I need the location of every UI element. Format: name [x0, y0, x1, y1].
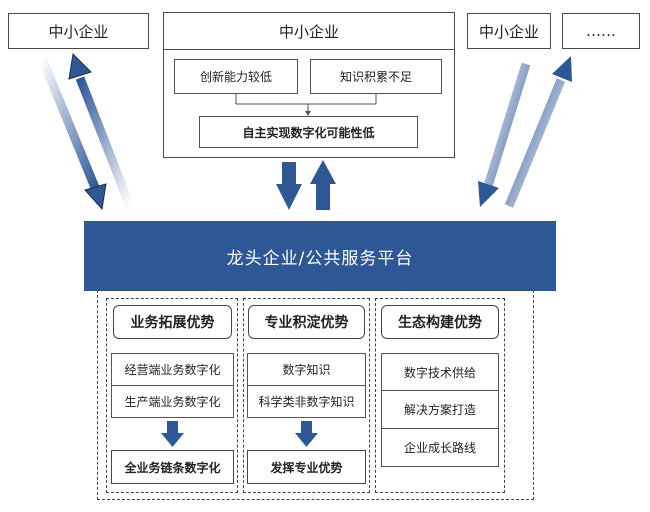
issue-innovation: 创新能力较低 — [174, 59, 298, 94]
issue-knowledge: 知识积累不足 — [310, 59, 442, 94]
issue-result: 自主实现数字化可能性低 — [199, 116, 418, 148]
result-professional: 发挥专业优势 — [247, 450, 366, 484]
item-science-knowledge: 科学类非数字知识 — [247, 385, 366, 418]
arrow-center-up — [310, 160, 336, 210]
column-professional — [243, 298, 370, 493]
sme-center-title: 中小企业 — [164, 13, 454, 50]
header-professional: 专业积淀优势 — [248, 305, 365, 339]
advantages-container — [97, 290, 534, 500]
item-growth-path: 企业成长路线 — [381, 429, 499, 467]
column-business — [106, 298, 238, 493]
header-business: 业务拓展优势 — [113, 305, 232, 339]
arrow-center-down — [276, 162, 302, 210]
item-production: 生产端业务数字化 — [111, 385, 234, 418]
arrow-right-up — [504, 56, 572, 208]
arrow-left-up — [68, 52, 135, 208]
ellipsis-box: …… — [562, 13, 640, 49]
header-ecosystem: 生态构建优势 — [381, 305, 499, 339]
result-business: 全业务链条数字化 — [111, 450, 234, 484]
item-operations: 经营端业务数字化 — [111, 353, 234, 385]
platform-bar: 龙头企业/公共服务平台 — [84, 221, 556, 291]
column-ecosystem — [375, 298, 505, 493]
item-solutions: 解决方案打造 — [381, 391, 499, 429]
arrow-col1-down — [161, 421, 184, 447]
issue-connector-head — [305, 111, 311, 116]
arrow-col2-down — [295, 421, 318, 447]
issue-connector — [235, 94, 377, 114]
item-digital-knowledge: 数字知识 — [247, 353, 366, 385]
arrow-right-down — [478, 62, 531, 207]
sme-box-right: 中小企业 — [467, 13, 551, 49]
item-tech-supply: 数字技术供给 — [381, 353, 499, 391]
sme-box-left: 中小企业 — [8, 13, 149, 49]
arrow-left-down — [37, 56, 107, 211]
